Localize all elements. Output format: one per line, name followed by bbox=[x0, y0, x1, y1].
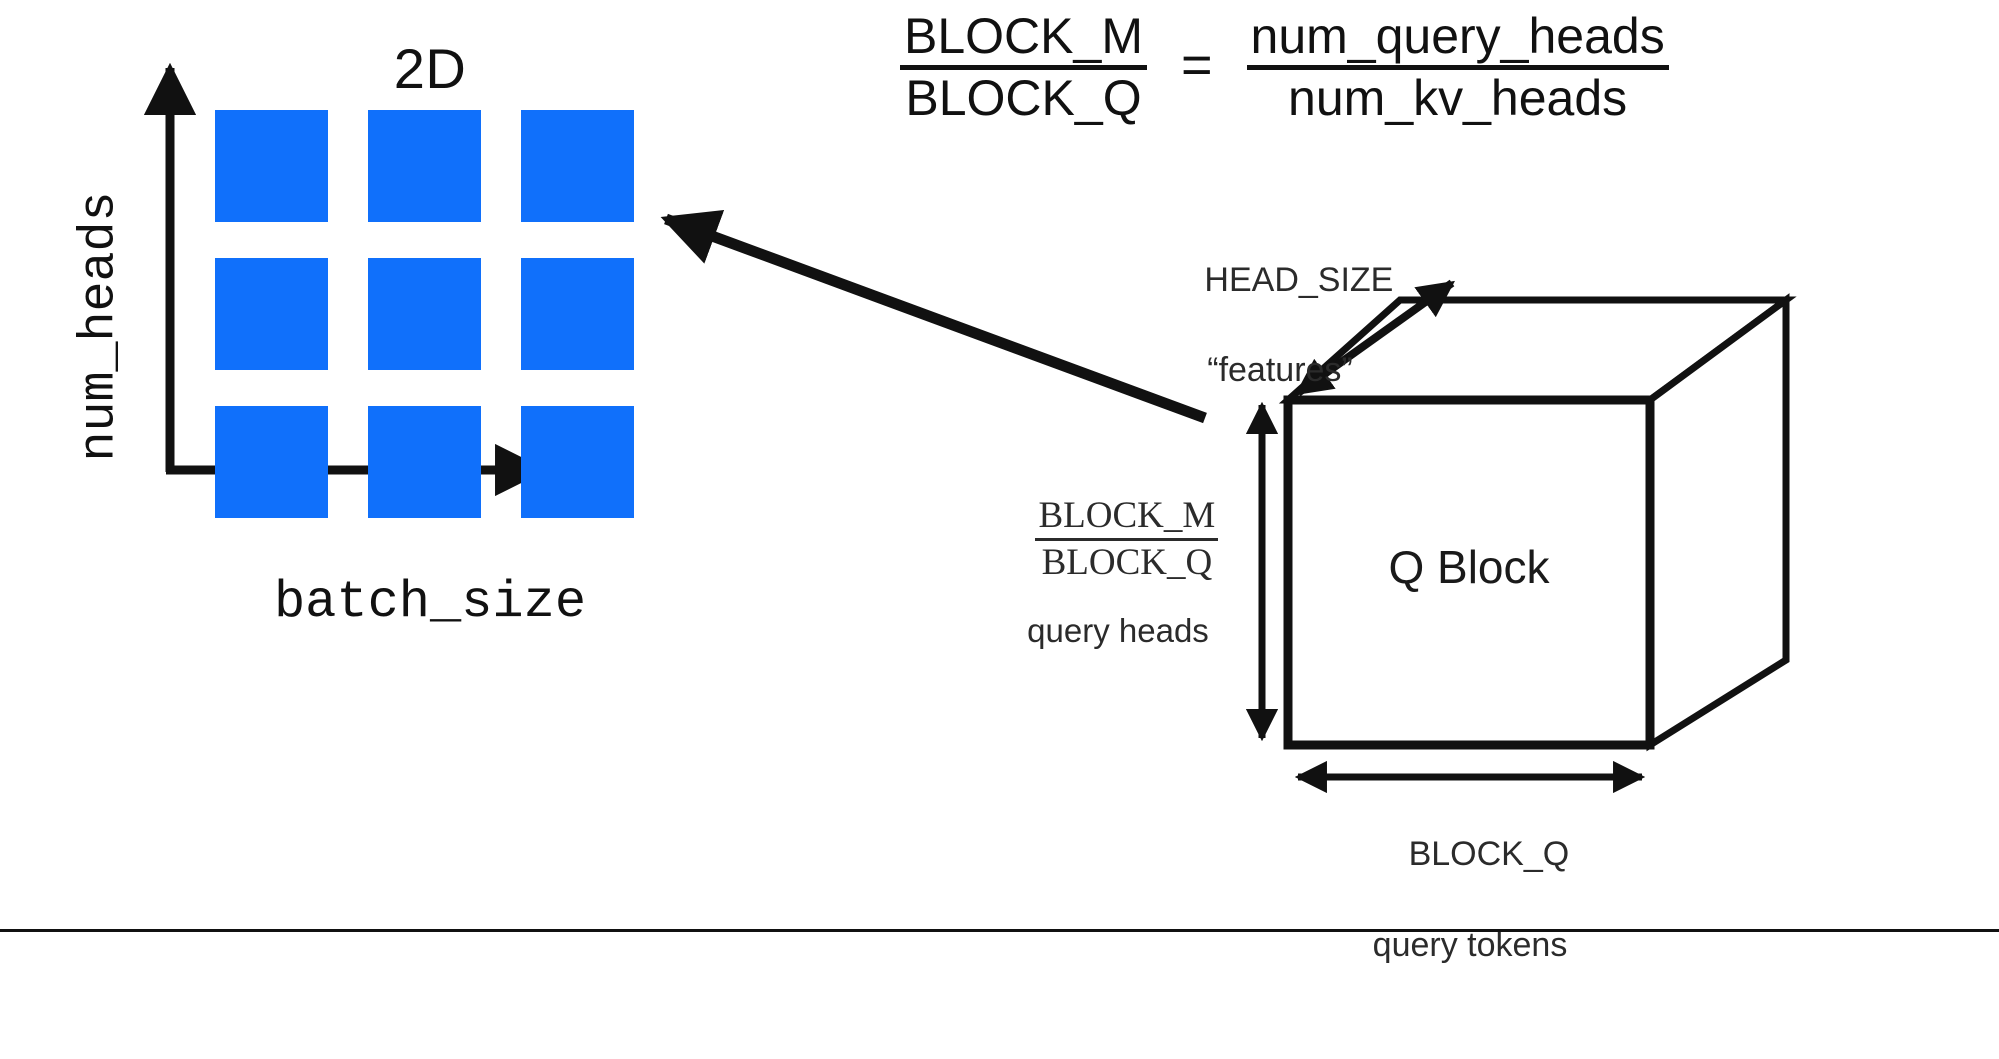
height-denominator: BLOCK_Q bbox=[1041, 541, 1213, 583]
equation-right-denominator: num_kv_heads bbox=[1288, 70, 1628, 126]
x-axis-label: batch_size bbox=[273, 573, 587, 632]
equation-right-numerator: num_query_heads bbox=[1250, 8, 1665, 64]
cube-face-label: Q Block bbox=[1388, 541, 1550, 593]
grid-cell bbox=[521, 258, 634, 370]
width-dimension-label: BLOCK_Q query tokens bbox=[1288, 786, 1652, 1059]
grid-cells bbox=[215, 110, 634, 518]
footer-divider bbox=[0, 929, 1999, 932]
grid-cell bbox=[521, 406, 634, 518]
height-dimension-label: BLOCK_M BLOCK_Q query heads bbox=[1000, 478, 1236, 686]
y-axis-label: num_heads bbox=[71, 191, 129, 462]
grid-cell bbox=[368, 110, 481, 222]
diagram-vector-layer bbox=[143, 62, 1797, 794]
cube-right-face bbox=[1646, 293, 1790, 752]
ratio-equation: BLOCK_M BLOCK_Q = num_query_heads num_kv… bbox=[900, 10, 1940, 124]
grid-cell bbox=[521, 110, 634, 222]
grid-cell bbox=[368, 406, 481, 518]
diagram-canvas: 2D num_heads batch_size BLOCK_M BLOCK_Q … bbox=[0, 10, 1999, 964]
depth-dimension-label: HEAD_SIZE “features” bbox=[1090, 213, 1470, 482]
head-size-text: HEAD_SIZE bbox=[1204, 260, 1394, 299]
grid-cell bbox=[215, 110, 328, 222]
chart-axes bbox=[143, 62, 548, 497]
equals-sign: = bbox=[1180, 35, 1213, 95]
fraction-bar bbox=[900, 65, 1147, 70]
equation-right-fraction: num_query_heads num_kv_heads bbox=[1246, 8, 1669, 126]
grid-cell bbox=[215, 406, 328, 518]
features-text: “features” bbox=[1207, 350, 1353, 389]
block-q-text: BLOCK_Q bbox=[1408, 834, 1570, 873]
height-numerator: BLOCK_M bbox=[1038, 495, 1216, 536]
height-fraction: BLOCK_M BLOCK_Q bbox=[1035, 495, 1219, 583]
grid-cell bbox=[215, 258, 328, 370]
fraction-bar bbox=[1035, 537, 1219, 541]
equation-left-numerator: BLOCK_M bbox=[904, 8, 1143, 64]
grid-cell bbox=[368, 258, 481, 370]
query-heads-text: query heads bbox=[1027, 611, 1209, 649]
fraction-bar bbox=[1246, 65, 1669, 70]
equation-left-fraction: BLOCK_M BLOCK_Q bbox=[900, 10, 1147, 124]
equation-left-denominator: BLOCK_Q bbox=[905, 70, 1142, 126]
page-title: 2D bbox=[393, 37, 467, 100]
